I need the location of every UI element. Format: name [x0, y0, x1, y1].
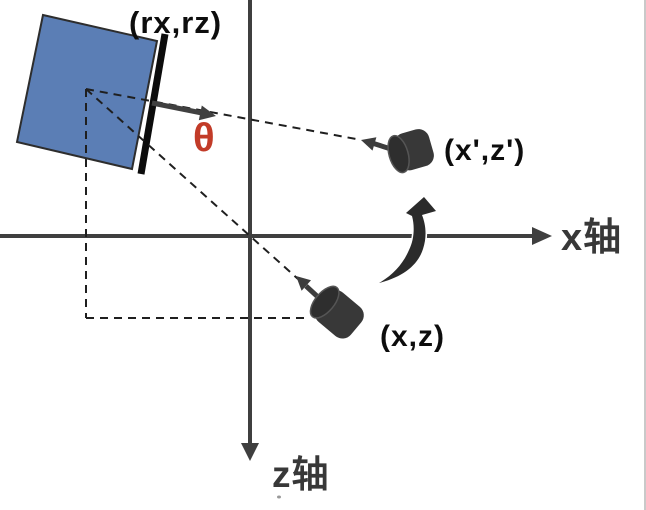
- camera-original-icon: [296, 276, 364, 339]
- rotated-camera-label: (x',z'): [444, 134, 526, 167]
- z-axis-arrowhead-icon: [241, 443, 259, 461]
- original-camera-label: (x,z): [380, 320, 445, 353]
- right-edge-line: [644, 0, 646, 510]
- x-axis-label: x轴: [561, 217, 623, 259]
- plane-normal-arrow: [151, 100, 216, 121]
- rotation-swoosh-arrow-icon: [377, 195, 438, 285]
- speck-artifact: [277, 495, 281, 499]
- dashed-line-to-original-camera: [85, 88, 299, 280]
- dashed-construction-lines: [85, 88, 357, 319]
- x-axis-arrowhead-icon: [532, 227, 552, 245]
- dashed-line-to-rotated-camera: [85, 88, 357, 140]
- theta-angle-label: θ: [193, 116, 216, 160]
- plane-point-label: (rx,rz): [129, 5, 223, 40]
- z-axis-label: z轴: [272, 454, 330, 495]
- camera-rotated-icon: [361, 129, 434, 174]
